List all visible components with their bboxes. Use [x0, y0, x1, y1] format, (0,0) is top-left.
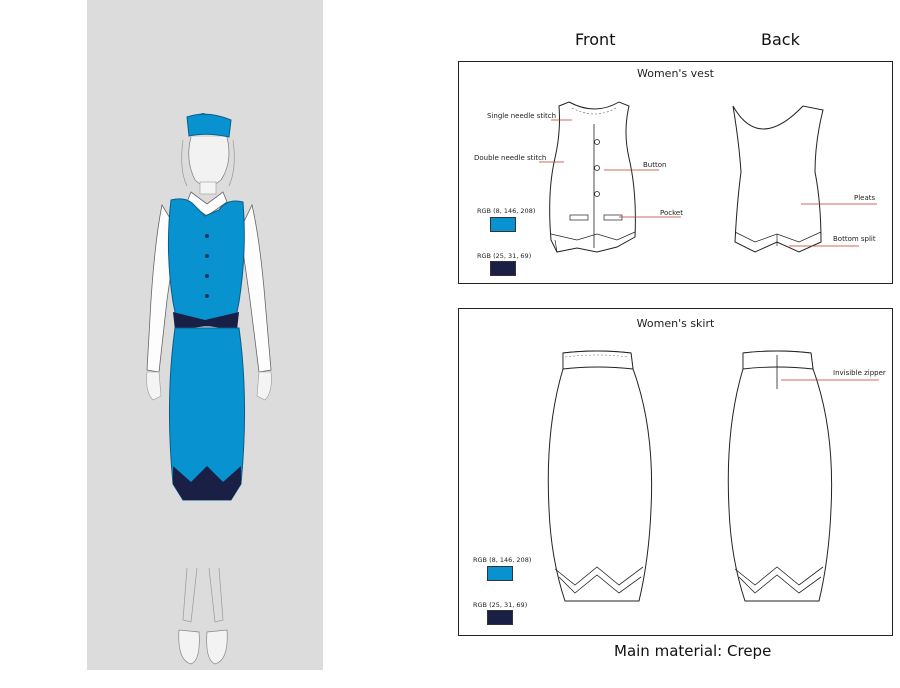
callout-pleats: Pleats	[854, 194, 876, 202]
skirt-front-flat	[547, 350, 653, 602]
skirt-swatch-blue	[487, 566, 513, 581]
skirt-flat-drawings	[547, 350, 879, 602]
uniform-illustration-panel	[87, 0, 323, 670]
callout-single-needle-stitch: Single needle stitch	[487, 112, 557, 120]
skirt-swatch-navy	[487, 610, 513, 625]
skirt-spec-box: Women's skirt Invisible zipper RGB (8, 1…	[458, 308, 893, 636]
skirt-swatch-navy-label: RGB (25, 31, 69)	[473, 601, 528, 609]
vest-title: Women's vest	[637, 67, 714, 80]
callout-bottom-split: Bottom split	[833, 235, 876, 243]
vest-swatch-navy	[490, 261, 516, 276]
callout-double-needle-stitch: Double needle stitch	[474, 154, 547, 162]
skirt-swatch-blue-label: RGB (8, 146, 208)	[473, 556, 532, 564]
vest-spec-box: Women's vest Single needle stitch	[458, 61, 893, 284]
vest-back-flat	[732, 105, 824, 253]
callout-button: Button	[643, 161, 667, 169]
skirt-title: Women's skirt	[636, 317, 715, 330]
skirt-back-flat	[727, 350, 833, 602]
callout-pocket: Pocket	[660, 209, 683, 217]
vest-flat-drawings	[539, 101, 877, 253]
front-label: Front	[575, 30, 616, 49]
vest-swatch-blue	[490, 217, 516, 232]
callout-invisible-zipper: Invisible zipper	[833, 369, 886, 377]
vest-swatch-navy-label: RGB (25, 31, 69)	[477, 252, 532, 260]
vest-front-flat	[549, 101, 636, 253]
back-label: Back	[761, 30, 800, 49]
main-material-caption: Main material: Crepe	[614, 642, 772, 660]
uniform-figure-illustration	[146, 113, 272, 665]
vest-swatch-blue-label: RGB (8, 146, 208)	[477, 207, 536, 215]
